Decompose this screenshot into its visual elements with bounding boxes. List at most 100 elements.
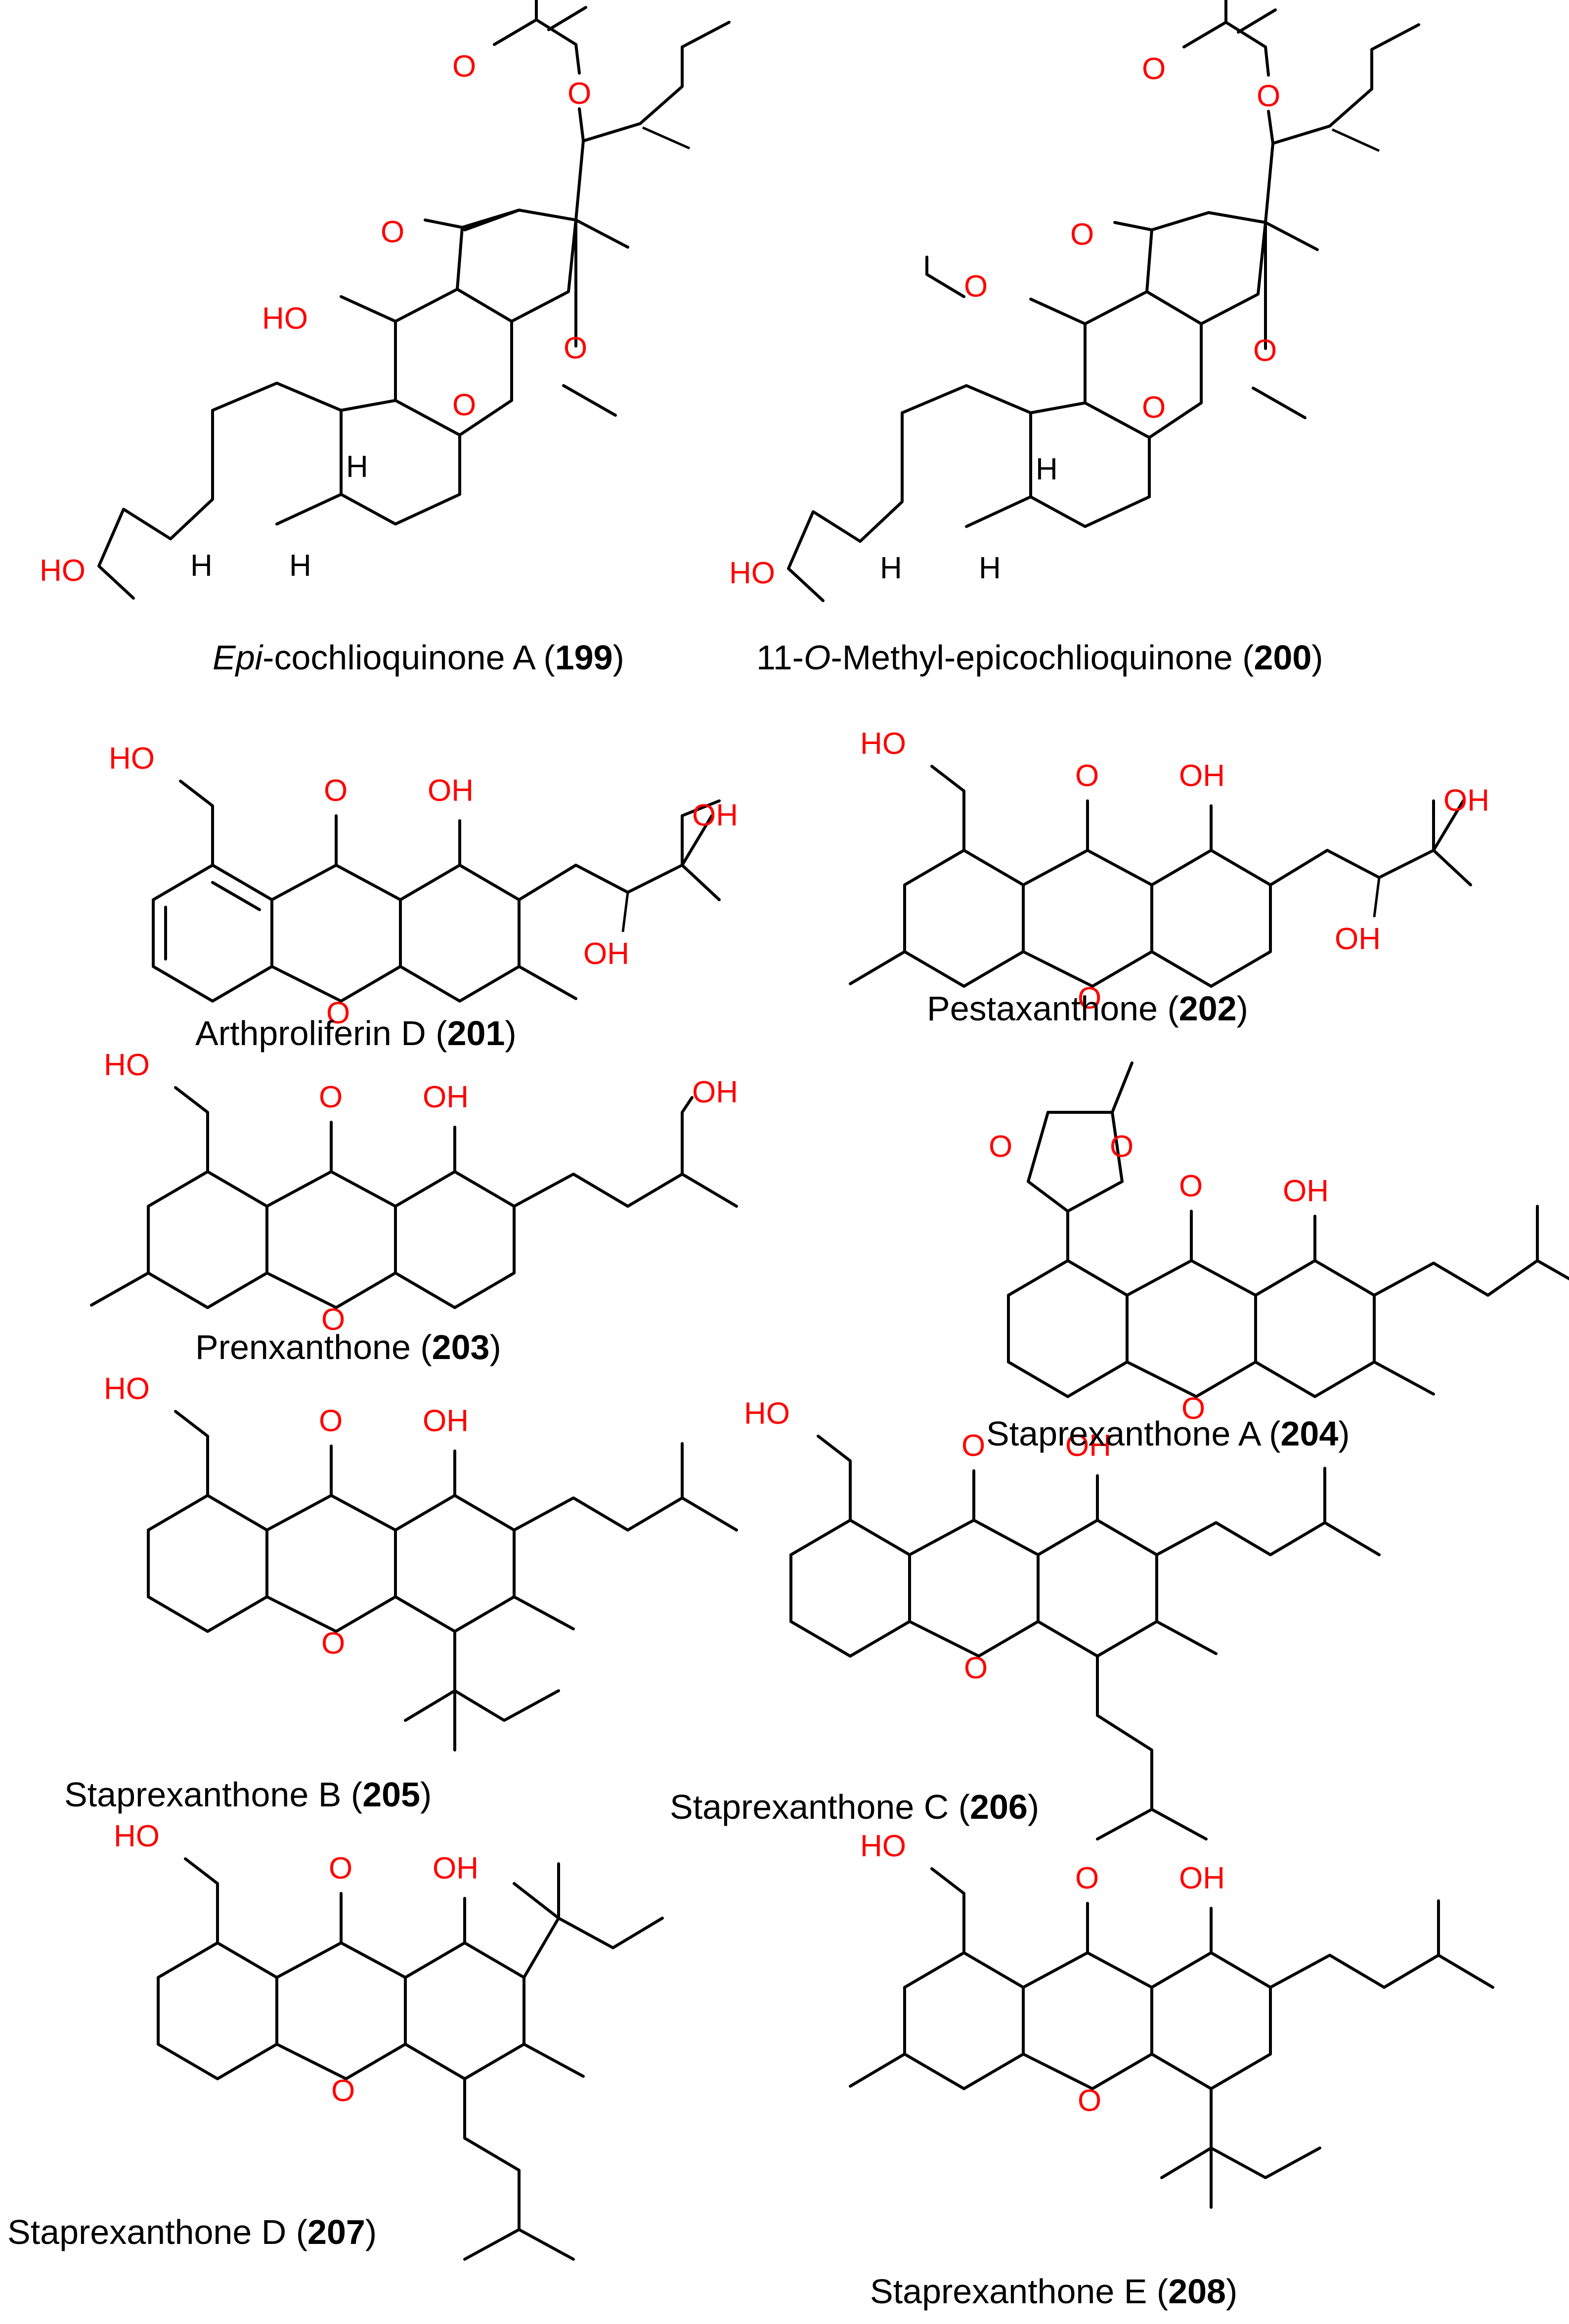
- atom-o: O: [381, 215, 404, 249]
- atom-o: O: [319, 1080, 343, 1114]
- atom-oh: OH: [1443, 784, 1489, 818]
- atom-o: O: [1181, 1392, 1205, 1426]
- atom-oh: OH: [1283, 1174, 1329, 1208]
- atom-o: O: [1078, 2084, 1101, 2118]
- atom-o: O: [1142, 391, 1166, 425]
- atom-o: O: [1179, 1169, 1203, 1203]
- caption-204: Staprexanthone A (204): [986, 1414, 1350, 1453]
- atom-o: O: [1075, 759, 1099, 793]
- structure-203: [90, 1086, 738, 1309]
- atom-o: O: [1257, 79, 1280, 113]
- structure-204: [1007, 1061, 1569, 1398]
- atom-ho: HO: [860, 727, 906, 761]
- caption-200: 11-O-Methyl-epicochlioquinone (200): [756, 638, 1323, 677]
- compound-number: 204: [1280, 1414, 1339, 1453]
- atom-o: O: [961, 1429, 985, 1463]
- atom-h: H: [190, 549, 213, 583]
- caption-name: Staprexanthone E: [870, 2272, 1147, 2311]
- caption-206: Staprexanthone C (206): [670, 1788, 1040, 1826]
- atom-ho: HO: [114, 1819, 160, 1853]
- compound-number: 208: [1168, 2272, 1226, 2311]
- atom-oh: OH: [433, 1851, 479, 1886]
- caption-name: -cochlioquinone A: [262, 638, 534, 677]
- caption-199: Epi-cochlioquinone A (199): [213, 638, 624, 677]
- atom-ho: HO: [262, 302, 308, 336]
- atom-o: O: [1075, 1861, 1099, 1895]
- compound-number: 206: [970, 1788, 1028, 1826]
- atom-o: O: [321, 1303, 345, 1337]
- structure-205: [147, 1410, 738, 1752]
- atom-oh: OH: [1335, 922, 1381, 956]
- atom-ho: HO: [104, 1372, 150, 1406]
- caption-name: Staprexanthone C: [670, 1788, 949, 1826]
- caption-name: Staprexanthone D: [7, 2213, 287, 2251]
- caption-203: Prenxanthone (203): [195, 1328, 501, 1366]
- caption-name: Arthproliferin D: [195, 1014, 426, 1052]
- caption-name: -Methyl-epicochlioquinone: [830, 638, 1233, 677]
- atom-oh: OH: [1179, 759, 1225, 793]
- caption-205: Staprexanthone B (205): [64, 1775, 432, 1814]
- atom-oh: OH: [692, 798, 738, 833]
- structure-201: [152, 780, 721, 1003]
- atom-o: O: [321, 1626, 345, 1661]
- atom-o: O: [329, 1851, 352, 1886]
- caption-name: Prenxanthone: [195, 1328, 411, 1366]
- atom-h: H: [289, 549, 311, 583]
- atom-o: O: [1253, 334, 1277, 368]
- caption-208: Staprexanthone E (208): [870, 2272, 1238, 2311]
- atom-o: O: [564, 331, 587, 365]
- atom-oh: OH: [428, 774, 474, 808]
- atom-o: O: [324, 774, 348, 808]
- atom-ho: HO: [729, 556, 775, 590]
- caption-202: Pestaxanthone (202): [927, 989, 1248, 1028]
- structure-200: [787, 0, 1420, 602]
- compound-number: 202: [1178, 989, 1237, 1028]
- atom-oh: OH: [583, 937, 629, 971]
- caption-201: Arthproliferin D (201): [195, 1014, 517, 1052]
- atom-o: O: [319, 1404, 343, 1438]
- atom-o: O: [1110, 1130, 1133, 1164]
- compound-number: 201: [447, 1014, 505, 1052]
- compound-number: 199: [555, 638, 613, 677]
- compound-number: 207: [307, 2213, 365, 2251]
- atom-o: O: [1142, 52, 1166, 86]
- structure-206: [789, 1435, 1381, 1841]
- atom-o: O: [1078, 981, 1101, 1015]
- atom-ho: HO: [104, 1048, 150, 1082]
- compound-number: 200: [1254, 638, 1312, 677]
- compound-number: 203: [432, 1328, 490, 1366]
- atom-ho: HO: [860, 1829, 906, 1863]
- atom-h: H: [1036, 452, 1058, 486]
- caption-name: Pestaxanthone: [927, 989, 1158, 1028]
- structure-207: [157, 1857, 664, 2261]
- caption-prefix-italic: O: [803, 638, 831, 677]
- atom-o: O: [326, 996, 350, 1030]
- caption-name: Staprexanthone B: [64, 1775, 342, 1814]
- atom-oh: OH: [1179, 1861, 1225, 1895]
- atom-o: O: [1070, 218, 1094, 252]
- caption-prefix: 11-: [756, 638, 804, 677]
- caption-207: Staprexanthone D (207): [7, 2213, 377, 2251]
- atom-h: H: [979, 551, 1001, 585]
- atom-h: H: [346, 450, 368, 484]
- caption-name: Staprexanthone A: [986, 1414, 1260, 1453]
- atom-o: O: [452, 388, 476, 422]
- atom-oh: OH: [692, 1075, 738, 1109]
- atom-o: O: [452, 49, 476, 84]
- atom-o: O: [989, 1130, 1012, 1164]
- atom-ho: HO: [109, 742, 155, 776]
- caption-prefix: Epi: [213, 638, 263, 677]
- atom-oh: OH: [423, 1080, 469, 1114]
- structure-199: [97, 0, 731, 600]
- compound-number: 205: [362, 1775, 420, 1814]
- atom-h: H: [880, 551, 902, 585]
- atom-o: O: [964, 1651, 988, 1685]
- atom-o: O: [331, 2074, 355, 2108]
- atom-oh: OH: [423, 1404, 469, 1438]
- structure-208: [849, 1867, 1494, 2209]
- atom-ho: HO: [40, 554, 86, 588]
- atom-o: O: [964, 269, 988, 304]
- atom-o: O: [567, 77, 591, 111]
- atom-oh: OH: [1065, 1429, 1111, 1463]
